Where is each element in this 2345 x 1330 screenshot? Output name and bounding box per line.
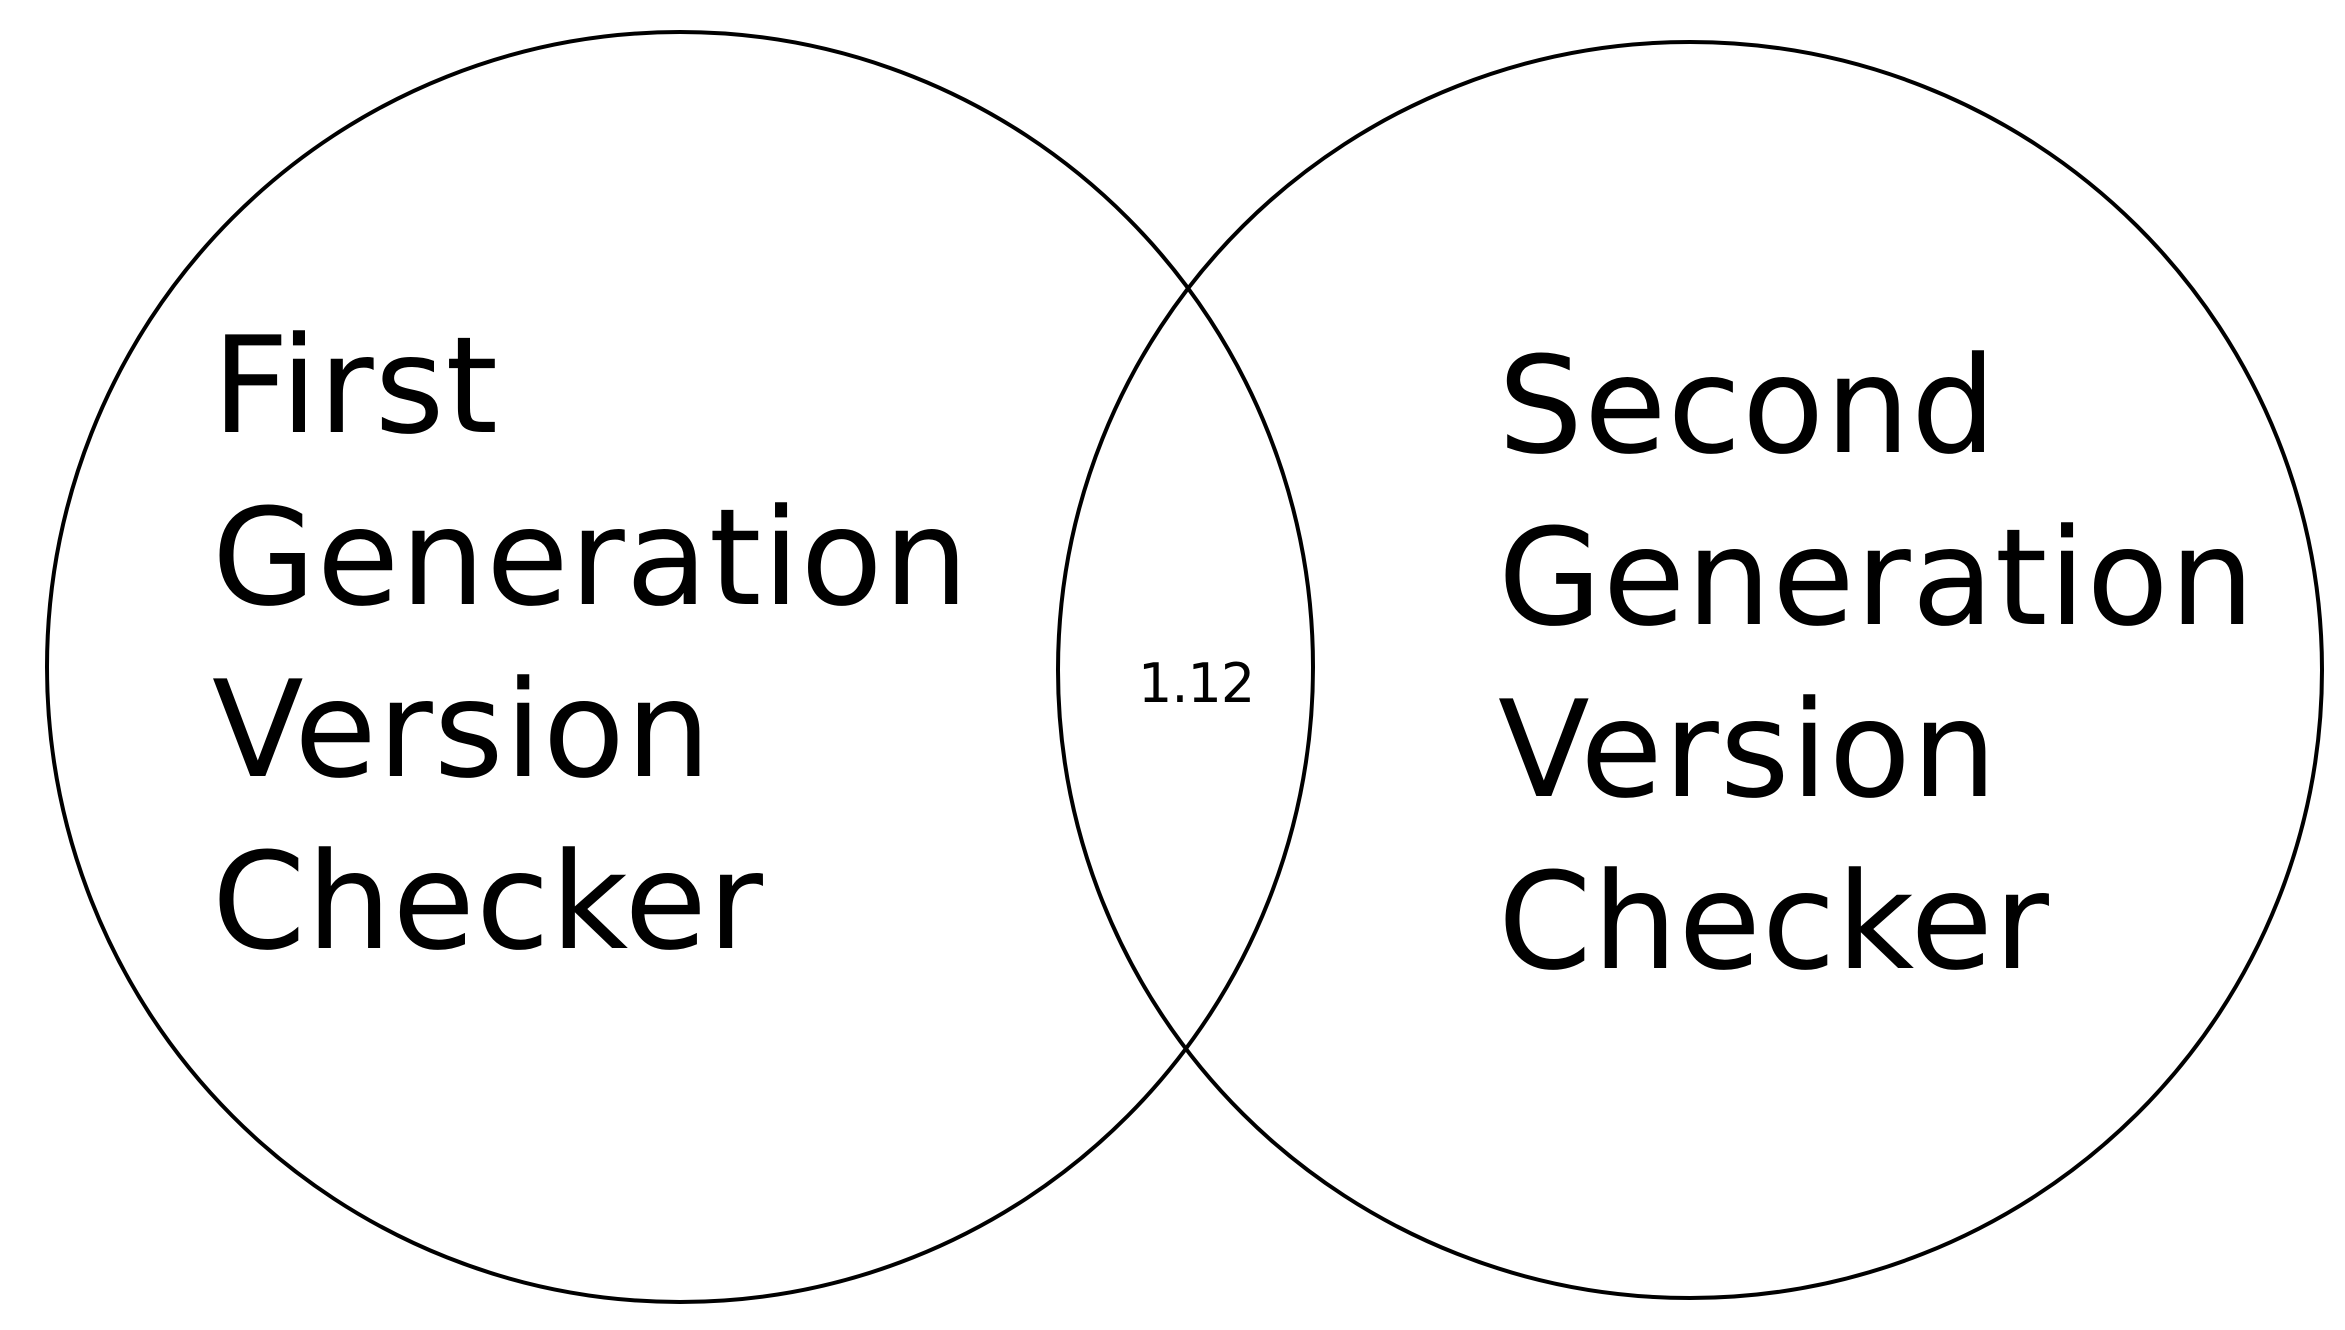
first-generation-label-line: Checker	[212, 824, 764, 980]
first-generation-label: First Generation Version Checker	[212, 300, 970, 988]
second-generation-label-line: Checker	[1498, 844, 2050, 1000]
first-generation-label-line: Version	[212, 652, 712, 808]
first-generation-label-line: First	[212, 308, 500, 464]
second-generation-label-line: Second	[1498, 328, 1998, 484]
second-generation-label-line: Generation	[1498, 500, 2256, 656]
first-generation-label-line: Generation	[212, 480, 970, 636]
second-generation-label-line: Version	[1498, 672, 1998, 828]
second-generation-label: Second Generation Version Checker	[1498, 320, 2256, 1008]
second-generation-circle	[1056, 40, 2324, 1300]
intersection-label: 1.12	[1138, 652, 1255, 715]
first-generation-circle	[45, 30, 1315, 1304]
